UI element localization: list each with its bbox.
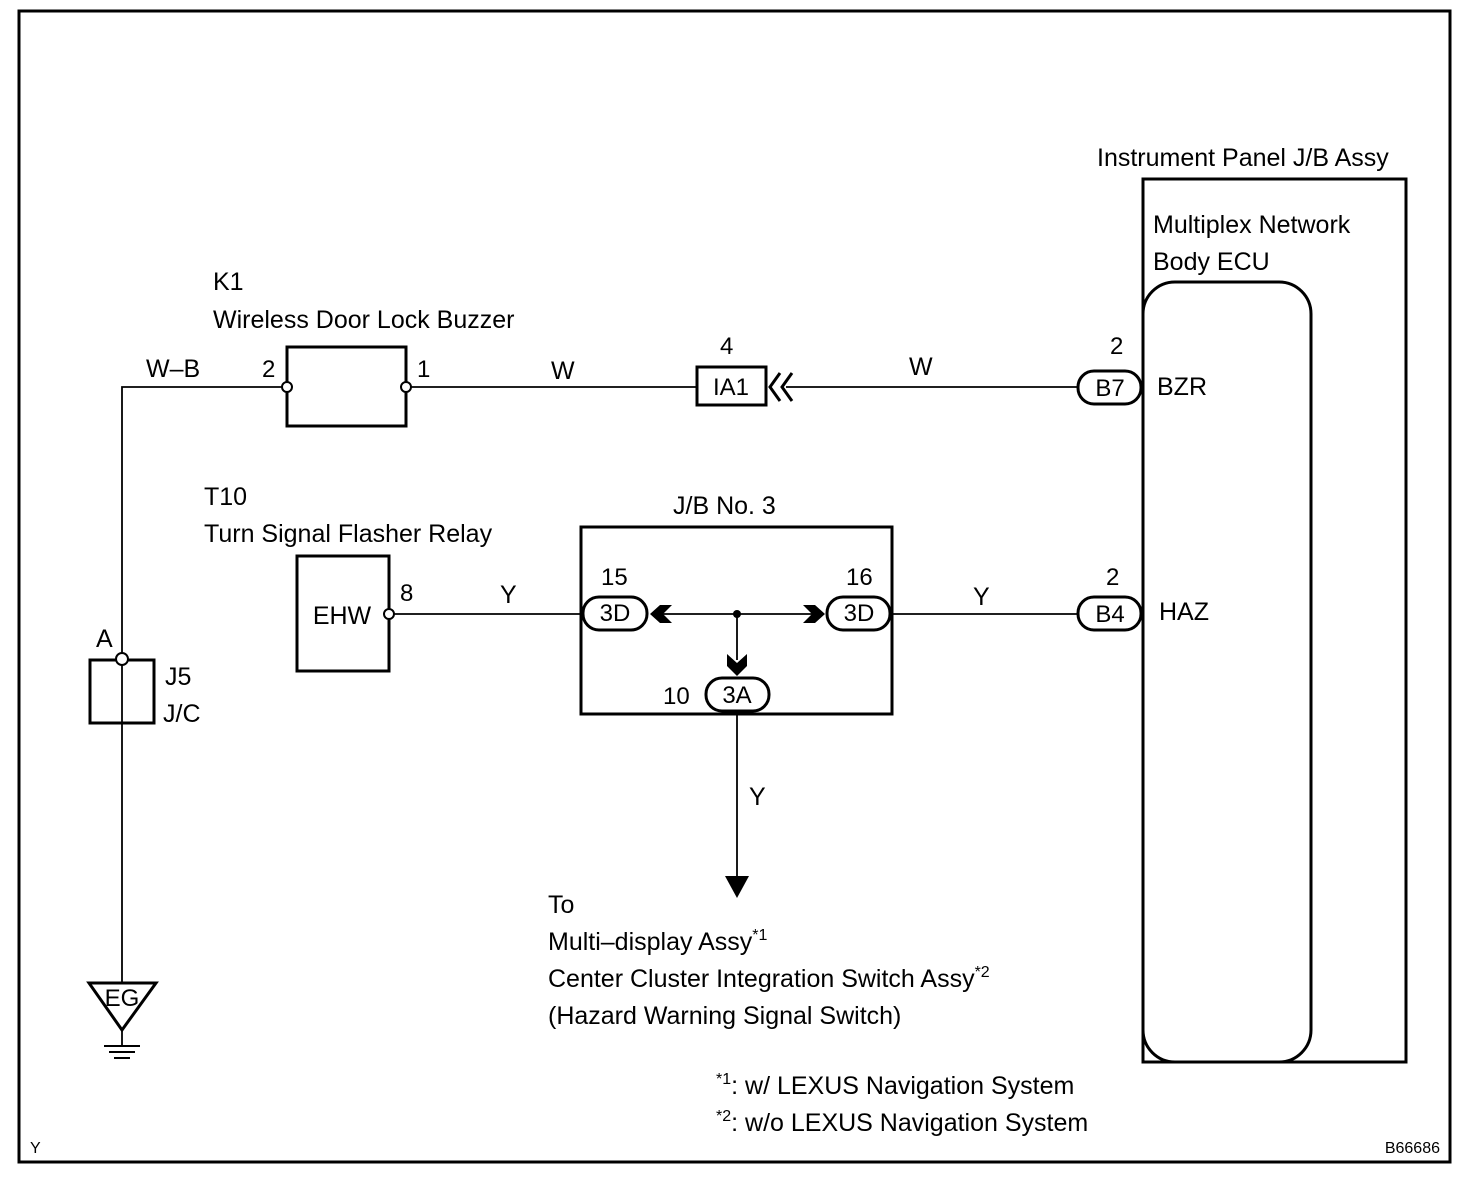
ecu-title-line2: Body ECU [1153, 248, 1270, 276]
flasher-terminal: EHW [313, 602, 372, 630]
destination-line2-sup: *2 [975, 964, 990, 981]
buzzer-terminal-2 [281, 381, 293, 393]
jb-assy-title: Instrument Panel J/B Assy [1097, 144, 1389, 172]
ground-triangle [86, 981, 159, 1033]
jb3-3d-left-connector [581, 595, 649, 632]
jc-code: J5 [165, 663, 191, 691]
note-1-text: : w/ LEXUS Navigation System [731, 1072, 1074, 1100]
destination-arrow-icon [725, 876, 749, 898]
b4-pin: 2 [1106, 564, 1119, 591]
signal-haz: HAZ [1159, 598, 1209, 626]
buzzer-pin-1: 1 [417, 356, 430, 383]
b4-label: B4 [1095, 601, 1124, 628]
jc-name: J/C [163, 700, 201, 728]
buzzer-pin-2: 2 [262, 356, 275, 383]
flasher-code: T10 [204, 483, 247, 511]
jb3-right-arrow-icon [803, 605, 825, 623]
diagram-frame [17, 9, 1452, 1164]
ground-label: EG [105, 985, 140, 1012]
ia1-chevron-icon [768, 372, 794, 402]
destination-line1-sup: *1 [752, 927, 767, 944]
b7-label: B7 [1095, 375, 1124, 402]
jb3-3a-label: 3A [722, 682, 751, 709]
ecu-title-line1: Multiplex Network [1153, 211, 1351, 239]
buzzer-terminal-1 [400, 381, 412, 393]
buzzer-code: K1 [213, 268, 244, 296]
wire-w-1-label: W [551, 357, 575, 385]
jb3-pin-10: 10 [663, 683, 690, 710]
ia1-pin: 4 [720, 333, 733, 360]
note-2: *2: w/o LEXUS Navigation System [716, 1108, 1088, 1137]
flasher-pin-8: 8 [400, 580, 413, 607]
destination-line1-text: Multi–display Assy [548, 928, 753, 956]
jb3-down-arrow-icon [727, 654, 747, 676]
note-2-text: : w/o LEXUS Navigation System [731, 1109, 1088, 1137]
wire-y-3-label: Y [749, 783, 766, 811]
jc-terminal-a [115, 652, 129, 666]
flasher-name: Turn Signal Flasher Relay [204, 520, 493, 548]
destination-line1: Multi–display Assy*1 [548, 927, 767, 956]
b7-connector [1076, 369, 1143, 406]
ia1-label: IA1 [713, 374, 749, 401]
ecu-box [1141, 280, 1313, 1064]
jc-pin-a: A [96, 625, 113, 653]
corner-left-mark: Y [30, 1140, 41, 1157]
signal-bzr: BZR [1157, 373, 1207, 401]
jb3-3d-right-label: 3D [844, 600, 875, 627]
wire-y-2-label: Y [973, 583, 990, 611]
wire-wb [121, 386, 287, 983]
jb3-3d-left-label: 3D [600, 600, 631, 627]
note-2-mark: *2 [716, 1108, 731, 1125]
wire-wb-label: W–B [146, 355, 200, 383]
destination-line3: (Hazard Warning Signal Switch) [548, 1002, 901, 1030]
wire-w-2-label: W [909, 353, 933, 381]
b7-pin: 2 [1110, 333, 1123, 360]
flasher-terminal-8 [383, 608, 395, 620]
note-1: *1: w/ LEXUS Navigation System [716, 1071, 1074, 1100]
corner-figure-code: B66686 [1385, 1140, 1440, 1157]
jb3-pin-16: 16 [846, 564, 873, 591]
destination-line2: Center Cluster Integration Switch Assy*2 [548, 964, 990, 993]
jb3-title: J/B No. 3 [673, 492, 776, 520]
b4-connector [1076, 595, 1143, 632]
destination-to: To [548, 891, 574, 919]
note-1-mark: *1 [716, 1071, 731, 1088]
jb3-pin-15: 15 [601, 564, 628, 591]
buzzer-name: Wireless Door Lock Buzzer [213, 306, 514, 334]
ia1-connector [695, 365, 768, 407]
buzzer-box [285, 345, 408, 428]
wire-y-1-label: Y [500, 581, 517, 609]
destination-line2-text: Center Cluster Integration Switch Assy [548, 965, 975, 993]
